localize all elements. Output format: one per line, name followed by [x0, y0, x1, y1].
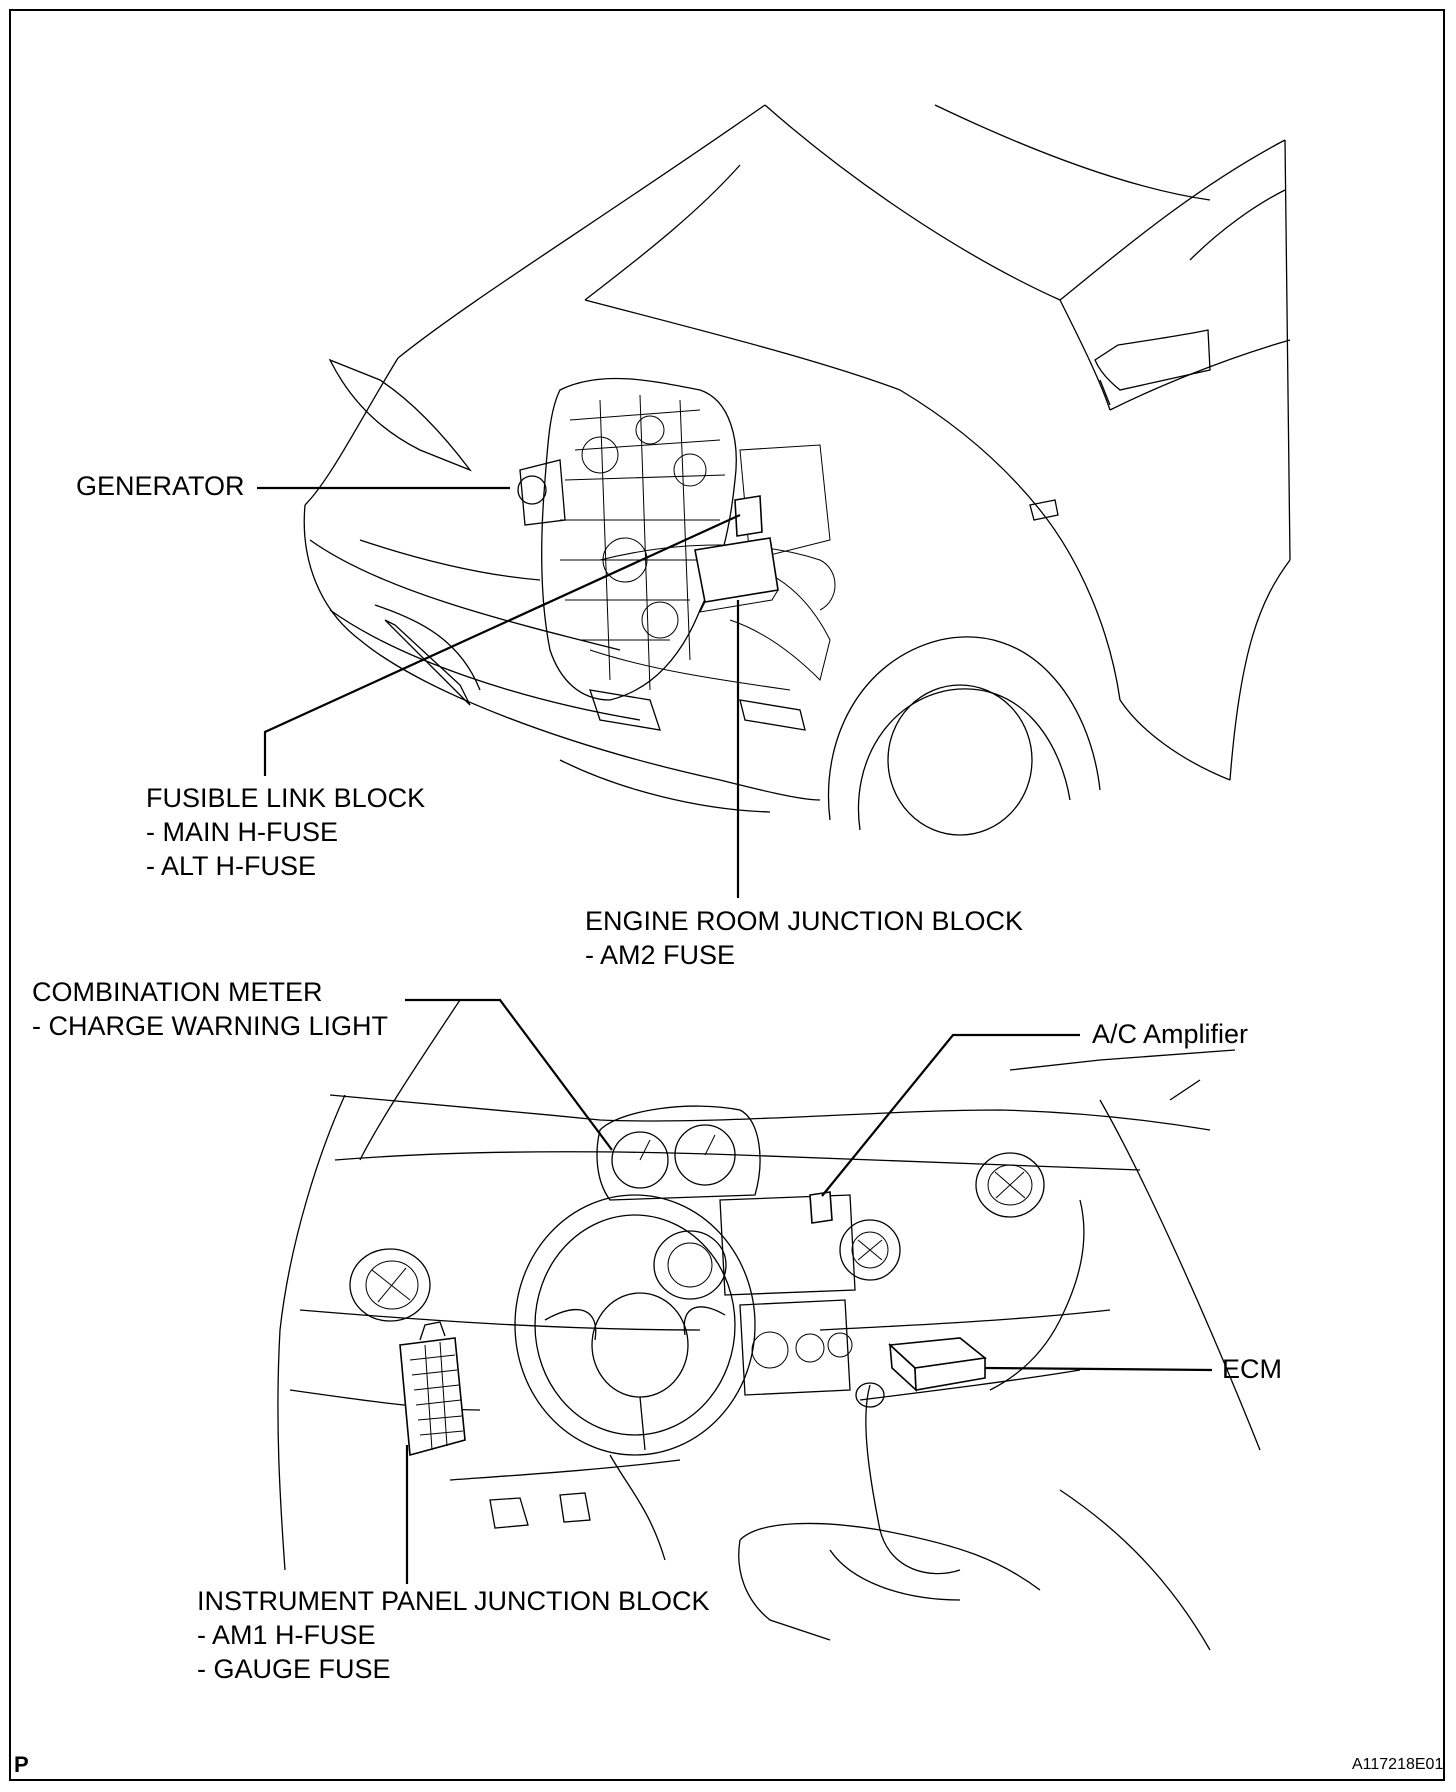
corner-mark-left: P	[14, 1752, 29, 1777]
leader-combination-meter	[405, 998, 613, 1151]
diagram-frame	[9, 9, 1445, 1781]
instrument-panel-view	[277, 999, 1261, 1651]
leader-ecm	[984, 1366, 1213, 1372]
label-gauge-fuse: - GAUGE FUSE	[197, 1654, 391, 1684]
label-am2-fuse: - AM2 FUSE	[585, 940, 736, 970]
instrument-panel-junction-block-part	[399, 1321, 466, 1457]
car-front-view	[303, 104, 1291, 836]
figure-code: A117218E01	[1352, 1756, 1444, 1773]
label-fusible-link-block: FUSIBLE LINK BLOCK	[146, 783, 426, 813]
label-alt-h-fuse: - ALT H-FUSE	[146, 851, 317, 881]
leader-fusible-link-block	[263, 513, 741, 776]
steering-wheel	[514, 1194, 756, 1561]
label-generator: GENERATOR	[76, 471, 245, 501]
leader-lines	[257, 486, 1213, 1584]
label-ecm: ECM	[1222, 1354, 1282, 1384]
ac-amplifier-part	[809, 1191, 833, 1224]
label-engine-room-junction-block: ENGINE ROOM JUNCTION BLOCK	[585, 906, 1024, 936]
fusible-link-block-part	[734, 495, 763, 537]
leader-ac-amplifier	[821, 1033, 1080, 1197]
label-main-h-fuse: - MAIN H-FUSE	[146, 817, 338, 847]
label-charge-warning-light: - CHARGE WARNING LIGHT	[32, 1011, 389, 1041]
label-am1-h-fuse: - AM1 H-FUSE	[197, 1620, 376, 1650]
label-instrument-panel-junction-block: INSTRUMENT PANEL JUNCTION BLOCK	[197, 1586, 710, 1616]
ecm-part	[888, 1337, 987, 1392]
label-ac-amplifier: A/C Amplifier	[1092, 1019, 1249, 1049]
engine-room-junction-block-part	[694, 537, 779, 603]
combination-meter-part	[596, 1105, 761, 1201]
engine-assembly	[517, 377, 836, 701]
label-combination-meter: COMBINATION METER	[32, 977, 323, 1007]
